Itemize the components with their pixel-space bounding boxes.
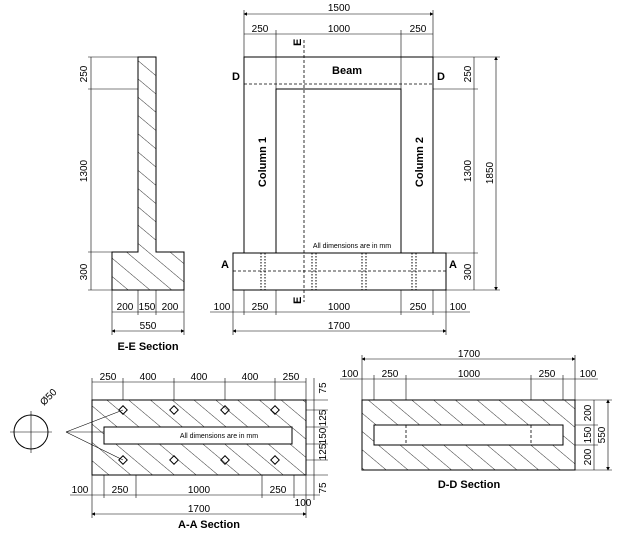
aa-section: All dimensions are in mm Ø50 250 400 — [10, 372, 329, 531]
aa-dim-t4: 400 — [242, 372, 259, 383]
dim-base-length: 1700 — [328, 321, 351, 332]
dd-dim-width: 550 — [597, 426, 608, 443]
dim-top-mid: 1000 — [328, 24, 351, 35]
ee-dim-w3: 200 — [162, 302, 179, 313]
dims-note-elevation: All dimensions are in mm — [313, 243, 391, 250]
aa-dim-length: 1700 — [188, 504, 211, 515]
base-rebars — [260, 253, 417, 290]
marker-d-left: D — [232, 71, 240, 83]
ee-dim-top: 250 — [79, 65, 90, 82]
ee-dim-mid: 1300 — [79, 159, 90, 182]
aa-section-void — [103, 426, 293, 445]
aa-dim-b4: 250 — [270, 485, 287, 496]
bar-diameter-label: Ø50 — [38, 387, 59, 408]
dd-dim-r1: 200 — [583, 404, 594, 421]
aa-dim-r1: 75 — [318, 382, 329, 394]
dim-column-height: 1300 — [463, 159, 474, 182]
marker-d-right: D — [437, 71, 445, 83]
dd-dim-r3: 200 — [583, 448, 594, 465]
ee-dim-width: 550 — [140, 321, 157, 332]
dim-overall-width: 1500 — [328, 3, 351, 14]
ee-dim-base: 300 — [79, 263, 90, 280]
aa-dim-t5: 250 — [283, 372, 300, 383]
ee-section: 250 1300 300 200 150 200 550 E-E Section — [79, 56, 185, 353]
dim-beam-depth: 250 — [463, 65, 474, 82]
elevation-view: Beam Column 1 Column 2 All dimensions ar… — [210, 3, 500, 335]
ee-section-profile — [111, 56, 185, 291]
column1-label: Column 1 — [257, 137, 269, 187]
dim-overall-height: 1850 — [485, 161, 496, 184]
frame-outline — [243, 56, 434, 254]
dd-dim-t5: 100 — [580, 369, 597, 380]
dd-dim-t3: 1000 — [458, 369, 481, 380]
aa-dim-r2: 125 — [318, 409, 329, 426]
dim-top-left: 250 — [252, 24, 269, 35]
marker-a-left: A — [221, 259, 229, 271]
aa-dim-b3: 1000 — [188, 485, 211, 496]
aa-rebars — [118, 405, 280, 465]
aa-section-title: A-A Section — [178, 519, 240, 531]
dims-note-aa: All dimensions are in mm — [180, 433, 258, 440]
dim-top-right: 250 — [410, 24, 427, 35]
dd-section-void — [373, 424, 564, 446]
dd-dim-t2: 250 — [382, 369, 399, 380]
ee-section-title: E-E Section — [117, 341, 178, 353]
dim-bottom-mid: 1000 — [328, 302, 351, 313]
dd-dim-length: 1700 — [458, 349, 481, 360]
aa-dim-t3: 400 — [191, 372, 208, 383]
aa-dim-b5: 100 — [295, 498, 312, 509]
dim-base-height: 300 — [463, 263, 474, 280]
aa-dim-r5: 75 — [318, 482, 329, 494]
frame-opening — [275, 88, 402, 254]
aa-dim-b2: 250 — [112, 485, 129, 496]
aa-dim-t1: 250 — [100, 372, 117, 383]
ee-dim-w2: 150 — [139, 302, 156, 313]
marker-e-bottom: E — [292, 297, 304, 304]
beam-label: Beam — [332, 65, 362, 77]
base-beam — [232, 252, 447, 291]
column2-label: Column 2 — [414, 137, 426, 187]
dim-bottom-left-overhang: 100 — [214, 302, 231, 313]
marker-e-top: E — [292, 39, 304, 46]
dim-bottom-right-col: 250 — [410, 302, 427, 313]
dd-dim-t1: 100 — [342, 369, 359, 380]
dim-bottom-right-overhang: 100 — [450, 302, 467, 313]
marker-a-right: A — [449, 259, 457, 271]
dd-dim-r2: 150 — [583, 426, 594, 443]
ee-dim-w1: 200 — [117, 302, 134, 313]
dim-bottom-left-col: 250 — [252, 302, 269, 313]
dd-section: 1700 100 250 1000 250 100 200 150 200 55… — [340, 349, 612, 491]
dd-section-title: D-D Section — [438, 479, 501, 491]
aa-dim-r4: 125 — [318, 443, 329, 460]
aa-dim-t2: 400 — [140, 372, 157, 383]
dd-dim-t4: 250 — [539, 369, 556, 380]
aa-dim-r3: 150 — [318, 427, 329, 444]
aa-dim-b1: 100 — [72, 485, 89, 496]
